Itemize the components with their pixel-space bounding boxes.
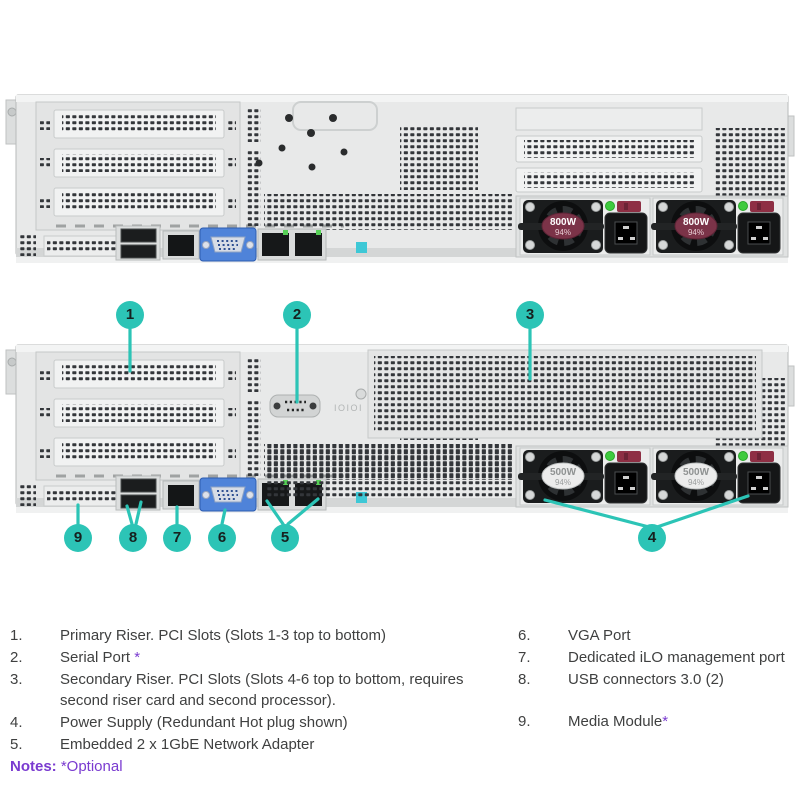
legend-item-number: 6. (518, 627, 531, 644)
legend-notes: Notes: *Optional (10, 756, 515, 777)
callout-line-4a (543, 498, 651, 529)
callout-line-6 (220, 508, 227, 526)
legend-item-number: 2. (10, 649, 23, 666)
notes-text: *Optional (56, 758, 123, 775)
callout-line-4b (655, 494, 750, 529)
serial-port-label: IOIOI (334, 403, 363, 413)
legend-item-text: Primary Riser. PCI Slots (Slots 1-3 top … (60, 627, 386, 644)
psu4-wattage: 500W (683, 467, 710, 478)
psu1-wattage: 800W (550, 217, 577, 228)
legend-item-1: 1. Primary Riser. PCI Slots (Slots 1-3 t… (10, 625, 515, 646)
legend-item-6: 6. VGA Port (518, 625, 798, 646)
callout-4: 4 (638, 524, 666, 552)
psu1-efficiency: 94% (555, 228, 571, 237)
legend-item-number: 8. (518, 671, 531, 688)
psu4-efficiency: 94% (688, 478, 704, 487)
legend-item-text: Media Module* (568, 713, 669, 730)
callout-line-8b (134, 500, 143, 526)
callout-line-5b (286, 497, 320, 526)
callout-7: 7 (163, 524, 191, 552)
legend-left-column: 1. Primary Riser. PCI Slots (Slots 1-3 t… (10, 625, 515, 777)
callout-line-8a (125, 504, 134, 526)
callout-9: 9 (64, 524, 92, 552)
server-rear-diagram: 800W 94% 800W 94% IOIO (0, 0, 800, 529)
legend-item-5: 5. Embedded 2 x 1GbE Network Adapter (10, 734, 515, 755)
legend-item-7: 7. Dedicated iLO management port (518, 647, 798, 668)
legend-item-2: 2. Serial Port * (10, 647, 515, 668)
psu3-efficiency: 94% (555, 478, 571, 487)
server-top-rear-view: 800W 94% 800W 94% (6, 95, 794, 263)
callout-3: 3 (516, 301, 544, 329)
callout-lines (76, 327, 750, 529)
psu-800w-labels: 800W 94% 800W 94% (541, 212, 718, 240)
callout-line-5a (265, 499, 285, 526)
callout-1: 1 (116, 301, 144, 329)
legend-item-text: Power Supply (Redundant Hot plug shown) (60, 714, 348, 731)
legend-item-number: 3. (10, 671, 23, 688)
psu2-wattage: 800W (683, 217, 710, 228)
legend-right-column: 6. VGA Port 7. Dedicated iLO management … (518, 625, 798, 733)
secondary-riser-vent-panel (266, 349, 763, 498)
legend-item-9: 9. Media Module* (518, 711, 798, 732)
psu3-wattage: 500W (550, 467, 577, 478)
legend-item-text: Embedded 2 x 1GbE Network Adapter (60, 736, 315, 753)
secondary-riser-slots (515, 107, 703, 193)
legend-item-number: 9. (518, 713, 531, 730)
notes-label: Notes: (10, 758, 57, 775)
callout-8: 8 (119, 524, 147, 552)
legend-item-4: 4. Power Supply (Redundant Hot plug show… (10, 712, 515, 733)
legend-item-number: 1. (10, 627, 23, 644)
legend-item-number: 5. (10, 736, 23, 753)
psu-500w-labels: 500W 94% 500W 94% (541, 462, 718, 490)
callout-5: 5 (271, 524, 299, 552)
legend-item-number: 7. (518, 649, 531, 666)
callout-2: 2 (283, 301, 311, 329)
legend-item-3: 3. Secondary Riser. PCI Slots (Slots 4-6… (10, 669, 515, 711)
legend-item-text: USB connectors 3.0 (2) (568, 671, 724, 688)
legend-item-text: Dedicated iLO management port (568, 649, 785, 666)
legend-item-text: Serial Port * (60, 649, 141, 666)
legend-item-text: Secondary Riser. PCI Slots (Slots 4-6 to… (60, 671, 464, 709)
legend-item-number: 4. (10, 714, 23, 731)
psu2-efficiency: 94% (688, 228, 704, 237)
server-bottom-rear-annotated: IOIOI 500W 94% 500W 94% (6, 345, 794, 513)
callout-6: 6 (208, 524, 236, 552)
legend-item-text: VGA Port (568, 627, 631, 644)
legend-item-8: 8. USB connectors 3.0 (2) (518, 669, 798, 690)
